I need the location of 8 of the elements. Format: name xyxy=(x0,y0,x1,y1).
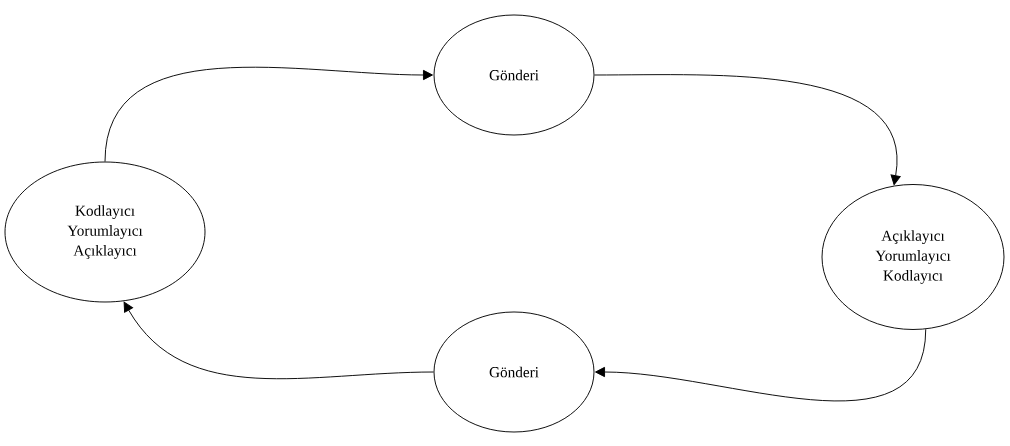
curved-arrow xyxy=(594,74,901,186)
ellipse-node: Gönderi xyxy=(433,311,595,433)
curved-arrow xyxy=(123,301,434,380)
ellipse-node: Gönderi xyxy=(433,14,595,136)
ellipse-node: Açıklayıcı Yorumlayıcı Kodlayıcı xyxy=(821,184,1005,330)
curved-arrow xyxy=(595,328,927,402)
ellipse-node: Kodlayıcı Yorumlayıcı Açıklayıcı xyxy=(4,161,206,303)
curved-arrow xyxy=(104,66,433,162)
